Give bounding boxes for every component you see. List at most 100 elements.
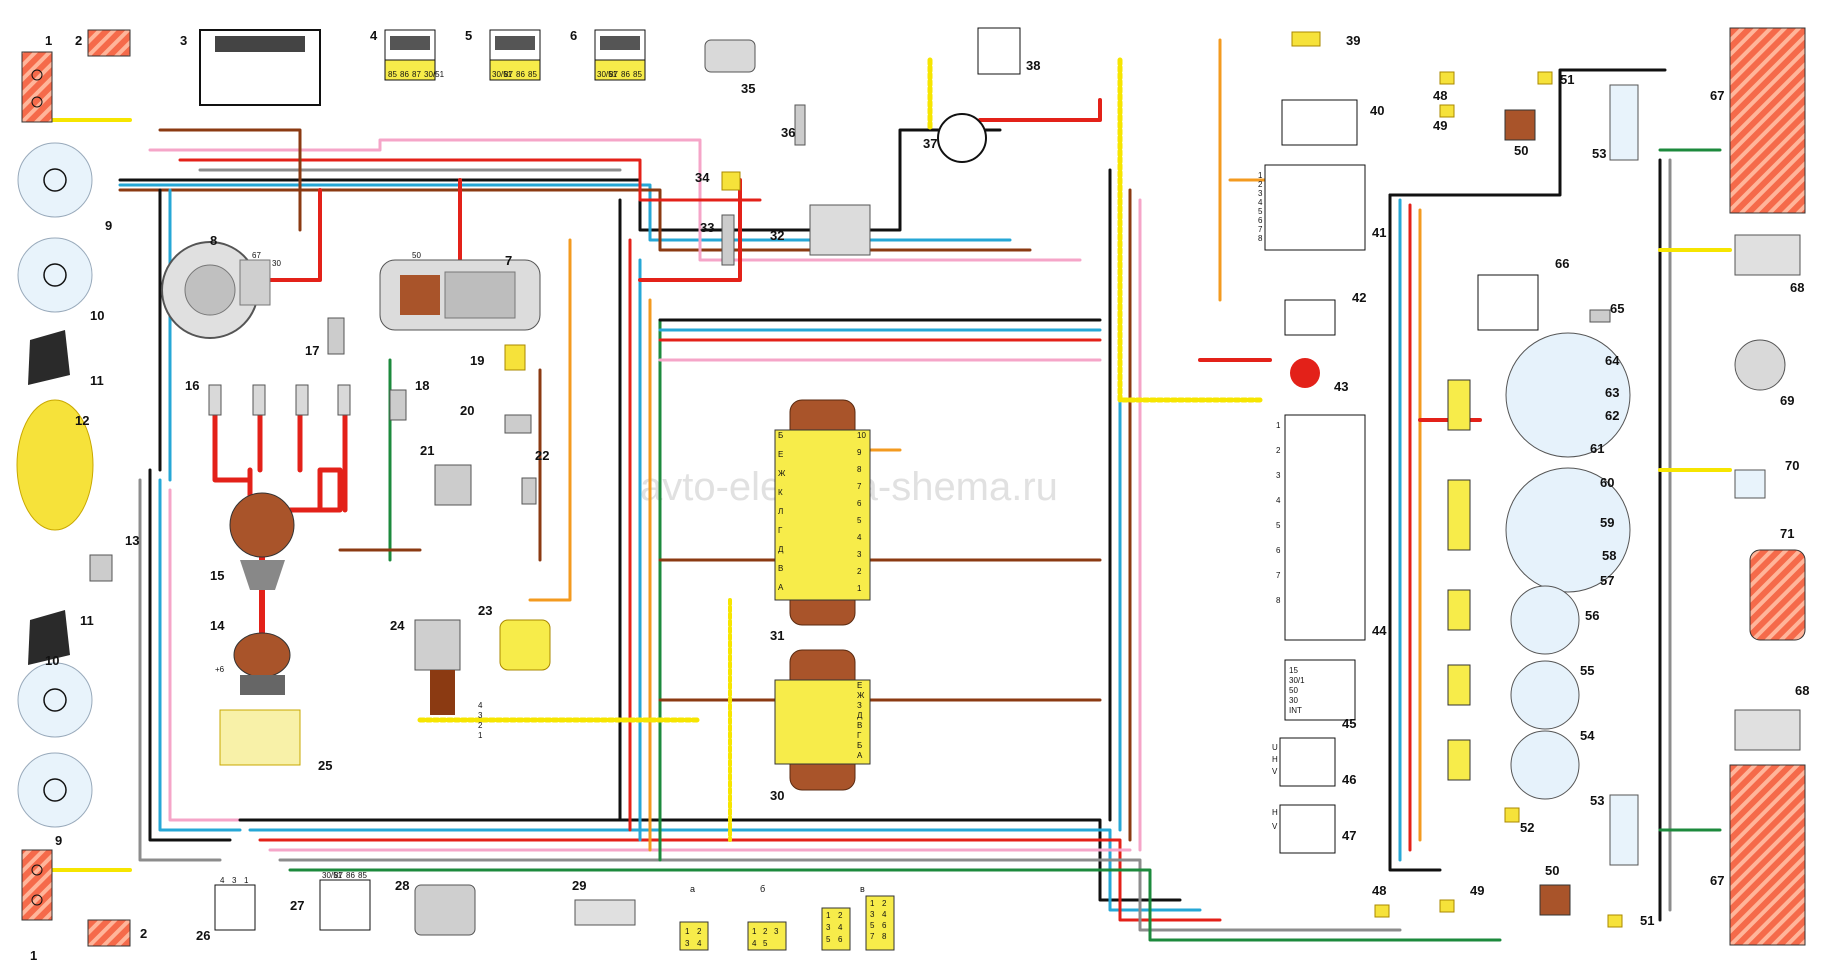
plate-lamp-top [1734,234,1801,276]
pin-label: 86 [400,70,409,79]
pin-label: 30 [272,259,281,268]
component-label: 13 [125,533,139,548]
pin-label: 87 [412,70,421,79]
component-label: 10 [90,308,104,323]
pin-label: 1 [752,927,757,936]
pin-label: 7 [1276,571,1281,580]
component-label: 12 [75,413,89,428]
pin-label: 3 [1276,471,1281,480]
heater-motor [704,39,756,73]
rear-lamp-top [1729,27,1806,214]
relay-6 [594,29,646,81]
component-label: 11 [80,613,94,628]
component-label: 1 [30,948,37,963]
pin-label: 3 [870,910,875,919]
pin-label: 30/1 [1289,676,1305,685]
pin-label: 5 [857,516,862,525]
component-label: 65 [1610,301,1624,316]
component-label: 44 [1372,623,1387,638]
brake-warning-switch [499,619,551,671]
pin-label: 6 [882,921,887,930]
spark-plugs [208,384,351,416]
component-label: 61 [1590,441,1604,456]
pin-label: 4 [1258,198,1263,207]
indicator-lamp-34 [721,171,741,191]
ignition-switch [1284,659,1356,721]
component-label: 66 [1555,256,1569,271]
component-label: 51 [1640,913,1654,928]
pin-label: V [1272,822,1278,831]
pin-label: 2 [697,927,702,936]
component-label: 68 [1790,280,1804,295]
component-label: 67 [1710,873,1724,888]
component-label: 60 [1600,475,1614,490]
pin-label: 2 [838,911,843,920]
pin-label: 2 [763,927,768,936]
pin-label: 1 [478,731,483,740]
light-switch [1281,99,1358,146]
pin-label: 1 [857,584,862,593]
pin-label: 5 [1276,521,1281,530]
pin-label: Б [857,741,862,750]
front-lamp-left-top [21,51,53,123]
pin-label: 87 [504,70,513,79]
solenoid-valve [504,344,526,371]
relay-66 [1477,274,1539,331]
horn-relay [214,884,256,931]
component-label: 64 [1605,353,1620,368]
pin-label: З [857,701,862,710]
component-label: 11 [90,373,104,388]
pin-label: 67 [252,251,261,260]
pin-label: 50 [412,251,421,260]
pin-label: 30/51 [424,70,445,79]
pin-label: 1 [244,876,249,885]
component-label: 48 [1372,883,1386,898]
component-label: 37 [923,136,937,151]
pin-label: 87 [334,871,343,880]
component-label: 40 [1370,103,1384,118]
pin-label: 5 [870,921,875,930]
component-label: 9 [55,833,62,848]
pin-label: 3 [232,876,237,885]
pin-label: 85 [358,871,367,880]
pin-label: Е [778,450,783,459]
component-label: 67 [1710,88,1724,103]
pin-label: Ж [857,691,865,700]
pin-label: К [778,488,783,497]
pin-label: 86 [516,70,525,79]
relay-27 [319,879,371,931]
pin-label: 6 [1258,216,1263,225]
legend-letter: б [760,884,765,894]
headlight-10-bottom [17,662,93,738]
component-label: 2 [140,926,147,941]
wire-harness [38,38,1732,942]
pin-label: 8 [882,932,887,941]
door-switch-bottom [1609,794,1639,866]
component-label: 32 [770,228,784,243]
component-label: 50 [1545,863,1559,878]
pin-label: 4 [882,910,887,919]
instrument-cluster [1447,332,1631,800]
pin-label: 2 [882,899,887,908]
pin-label: 3 [685,939,690,948]
side-repeater-top [87,29,131,57]
component-label: 28 [395,878,409,893]
pin-label: 86 [621,70,630,79]
pin-label: 85 [388,70,397,79]
component-label: 42 [1352,290,1366,305]
pin-label: 8 [857,465,862,474]
horn-bottom [28,610,70,665]
component-label: 17 [305,343,319,358]
pin-label: 3 [774,927,779,936]
fuse-block-31 [774,399,871,626]
component-label: 50 [1514,143,1528,158]
pin-label: Г [857,731,862,740]
sensor-65 [1589,309,1611,323]
pin-label: 6 [857,499,862,508]
pin-label: 30 [1289,696,1298,705]
component-label: 31 [770,628,784,643]
component-label: 2 [75,33,82,48]
pin-label: 6 [1276,546,1281,555]
